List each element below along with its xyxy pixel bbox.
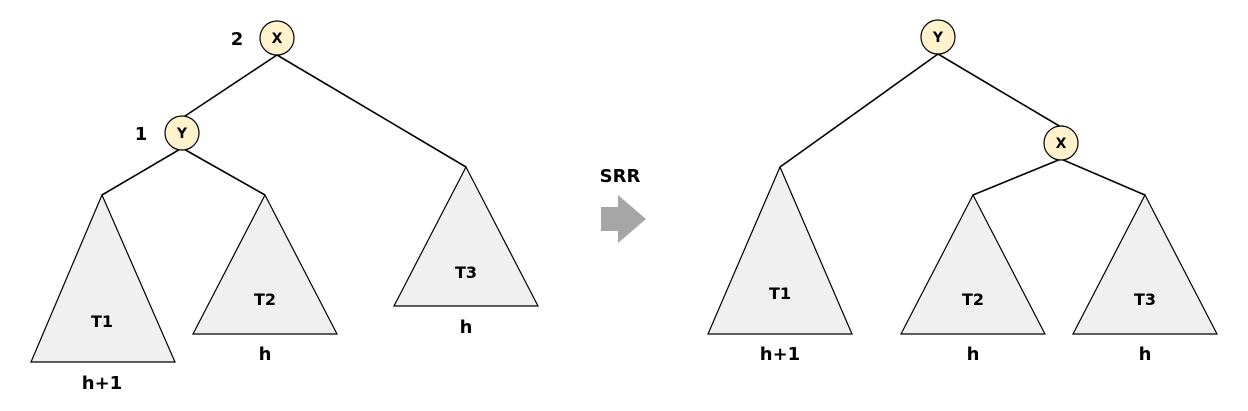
edge-x-t3	[276, 54, 467, 168]
height-t3-label: h	[1139, 344, 1152, 365]
edge-y-t2	[181, 147, 266, 196]
subtree-t3	[393, 165, 539, 307]
right-arrow-icon	[601, 195, 646, 243]
height-t2-label: h	[259, 344, 272, 365]
node-y: Y	[164, 115, 200, 151]
edge-x-t3	[1060, 158, 1146, 196]
before-tree: T1 T2 T3 h+1 h h X Y 2 1	[30, 20, 539, 394]
height-t2-label: h	[967, 344, 980, 365]
node-x: X	[259, 20, 295, 56]
edge-x-y	[181, 54, 278, 119]
node-x: X	[1043, 125, 1079, 161]
subtree-t1	[30, 193, 176, 363]
subtree-t1-label: T1	[91, 312, 113, 331]
edge-y-t1	[779, 53, 939, 168]
node-x-label: X	[1056, 136, 1067, 152]
node-y: Y	[920, 19, 956, 55]
edge-y-x	[937, 53, 1062, 128]
subtree-t2	[192, 193, 338, 335]
subtree-t1	[707, 165, 853, 335]
subtree-t3-label: T3	[455, 263, 477, 282]
height-t3-label: h	[460, 317, 473, 338]
node-x-label: X	[272, 31, 283, 47]
subtree-t2-label: T2	[254, 290, 276, 309]
operation-label: SRR	[600, 166, 641, 187]
edge-y-t1	[101, 147, 183, 196]
balance-y-label: 1	[135, 124, 148, 145]
subtree-t1-label: T1	[769, 284, 791, 303]
height-t1-label: h+1	[760, 344, 800, 365]
edge-x-t2	[972, 158, 1062, 196]
height-t1-label: h+1	[82, 373, 122, 394]
node-y-label: Y	[932, 30, 944, 46]
subtree-t2-label: T2	[962, 290, 984, 309]
operation: SRR	[600, 166, 646, 243]
subtree-t3	[1072, 193, 1218, 335]
node-y-label: Y	[176, 126, 188, 142]
subtree-t3-label: T3	[1134, 290, 1156, 309]
after-tree: T1 T2 T3 h+1 h h Y X	[707, 19, 1218, 365]
subtree-t2	[900, 193, 1046, 335]
balance-x-label: 2	[231, 29, 244, 50]
